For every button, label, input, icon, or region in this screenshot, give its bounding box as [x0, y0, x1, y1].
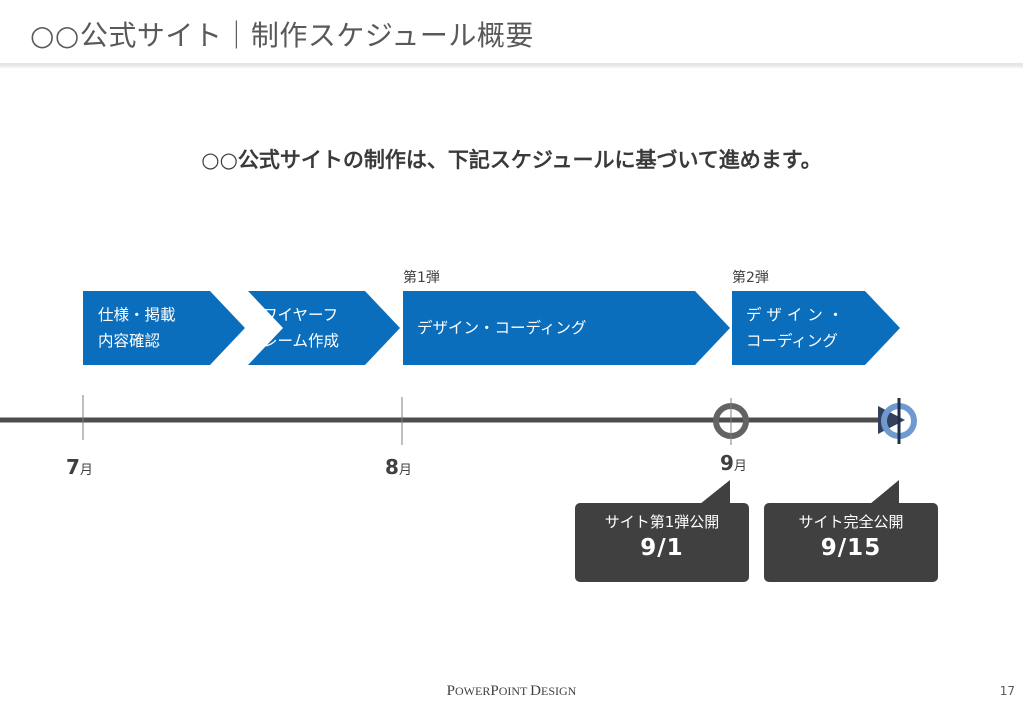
page-number: 17: [999, 684, 1015, 698]
phase-label-second: 第2弾: [732, 270, 769, 286]
chevron-wireframe: [248, 291, 400, 365]
phase-label-first: 第1弾: [403, 270, 440, 286]
callout-first-release-date: 9/1: [640, 535, 684, 561]
callout-full-release-date: 9/15: [820, 535, 882, 561]
lead-sentence: ○○公式サイトの制作は、下記スケジュールに基づいて進めます。: [201, 148, 822, 172]
month-label-september: 9月: [720, 451, 747, 475]
callout-full-release-name: サイト完全公開: [798, 513, 904, 531]
chevron-spec-review: [83, 291, 245, 365]
page-title: ○○公式サイト｜制作スケジュール概要: [30, 19, 534, 52]
month-label-august: 8月: [385, 455, 412, 479]
header-divider-shadow: [0, 66, 1023, 68]
chevron-design-coding-second: [732, 291, 900, 365]
slide-header: ○○公式サイト｜制作スケジュール概要: [0, 0, 1023, 68]
callout-first-release-text: サイト第1弾公開 9/1: [575, 512, 749, 564]
month-label-july: 7月: [66, 455, 93, 479]
callout-full-release: [764, 480, 938, 582]
chevron-design-coding-first: [403, 291, 730, 365]
callout-first-release-name: サイト第1弾公開: [604, 513, 720, 531]
chevron-design-coding-second-text: デ ザ イ ン ・ コーディング: [746, 306, 844, 350]
footer-brand: POWERPOINT DESIGN: [446, 683, 577, 699]
chevron-spec-review-text: 仕様・掲載 内容確認: [98, 306, 176, 350]
chevron-design-coding-first-text: デザイン・コーディング: [417, 319, 587, 337]
callout-first-release: [575, 480, 749, 582]
header-divider: [0, 63, 1023, 66]
chevron-wireframe-text: ワイヤーフ レーム作成: [262, 306, 340, 350]
callout-full-release-text: サイト完全公開 9/15: [764, 512, 938, 564]
